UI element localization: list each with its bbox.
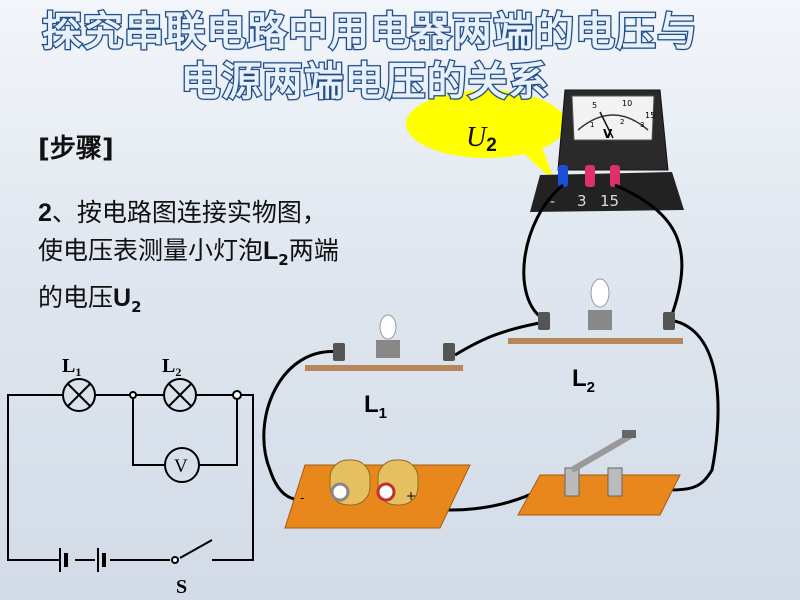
svg-text:5: 5	[592, 101, 597, 110]
svg-text:2: 2	[620, 118, 624, 126]
svg-text:V: V	[603, 127, 613, 141]
terminal-15v[interactable]	[610, 165, 620, 187]
svg-text:+: +	[406, 489, 416, 503]
voltmeter[interactable]: 5 10 15 1 2 3 V - 3 15	[530, 89, 684, 212]
schematic-switch-label: S	[176, 576, 187, 598]
svg-text:3: 3	[640, 121, 644, 129]
lamp-l1: L1	[305, 314, 463, 422]
lamp-l2: L2	[508, 278, 683, 396]
slide-title-line2: 电源两端电压的关系	[179, 58, 550, 107]
lamp-l2-label: L2	[572, 365, 595, 396]
svg-text:-: -	[300, 491, 304, 505]
terminal-3v[interactable]	[585, 165, 595, 187]
svg-text:15: 15	[600, 192, 619, 210]
svg-text:15: 15	[645, 111, 655, 120]
slide-title-line1: 探究串联电路中用电器两端的电压与	[41, 8, 699, 57]
battery-holder: - +	[284, 459, 471, 529]
svg-text:10: 10	[622, 99, 632, 108]
circuit-schematic	[7, 378, 254, 572]
svg-text:-: -	[550, 194, 555, 210]
step-instruction: 2、按电路图连接实物图，使电压表测量小灯泡L2两端的电压U2	[38, 198, 339, 316]
wires	[262, 183, 720, 512]
knife-switch[interactable]	[517, 430, 681, 516]
svg-text:1: 1	[590, 121, 594, 129]
svg-text:3: 3	[577, 192, 587, 210]
schematic-voltmeter-label: V	[174, 456, 188, 477]
lamp-l1-label: L1	[364, 391, 387, 422]
schematic-l2-label: L2	[162, 355, 181, 379]
step-heading: [步骤]	[38, 134, 114, 164]
u2-callout: U2	[406, 90, 566, 182]
negative-terminal[interactable]	[558, 165, 568, 187]
svg-text:U2: U2	[466, 122, 497, 156]
schematic-l1-label: L1	[62, 355, 81, 379]
